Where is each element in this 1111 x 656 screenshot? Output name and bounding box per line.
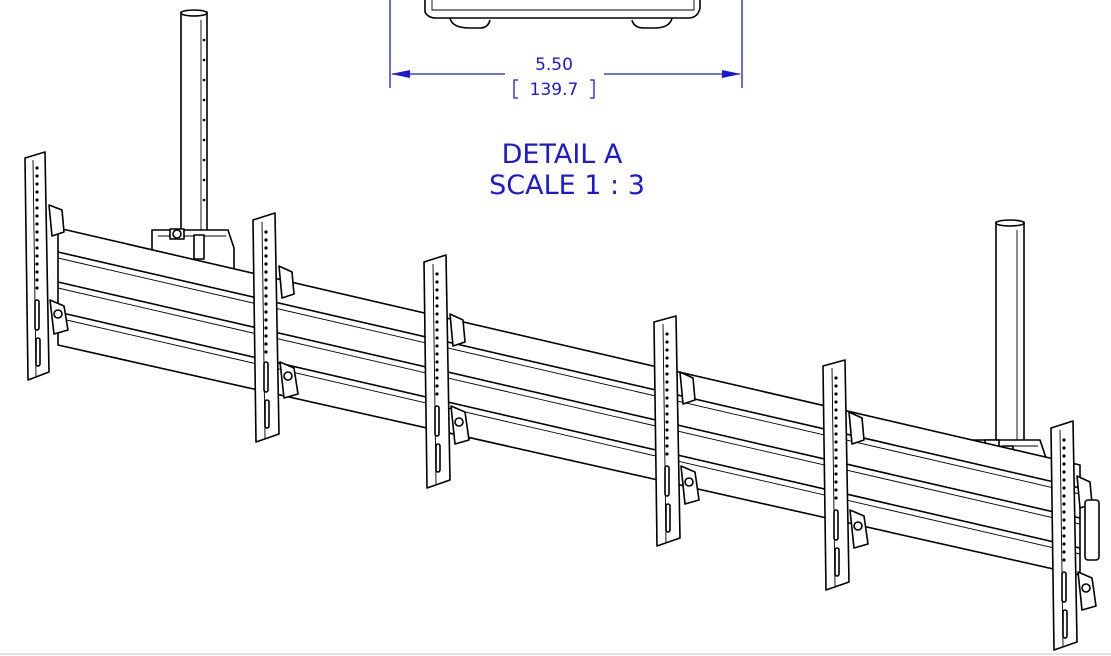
display-bracket-1 — [24, 151, 69, 381]
horizontal-rail — [57, 227, 1081, 576]
display-bracket-6 — [1050, 420, 1100, 651]
display-bracket-4 — [653, 315, 700, 547]
arrowhead-right — [722, 70, 741, 78]
detail-scale: SCALE 1 : 3 — [489, 170, 645, 201]
detail-a-housing-outline — [424, 0, 701, 19]
detail-title: DETAIL A — [502, 139, 623, 170]
display-bracket-5 — [822, 359, 869, 591]
dimension-secondary-label: 139.7 — [530, 80, 579, 100]
dimension-5-50: 5.50 139.7 — [389, 0, 743, 100]
ceiling-pole-right — [995, 219, 1025, 445]
display-bracket-3 — [423, 254, 470, 489]
display-bracket-2 — [252, 212, 299, 443]
arrowhead-left — [391, 70, 410, 78]
detail-a-foot-right — [631, 17, 673, 29]
detail-a-foot-left — [449, 17, 491, 29]
detail-a-view — [424, 0, 701, 29]
bracket-open — [513, 79, 518, 99]
ceiling-pole-left — [180, 9, 208, 235]
bracket-close — [590, 79, 595, 99]
dimension-primary-label: 5.50 — [535, 55, 573, 75]
detail-a-housing-inner — [431, 0, 695, 11]
